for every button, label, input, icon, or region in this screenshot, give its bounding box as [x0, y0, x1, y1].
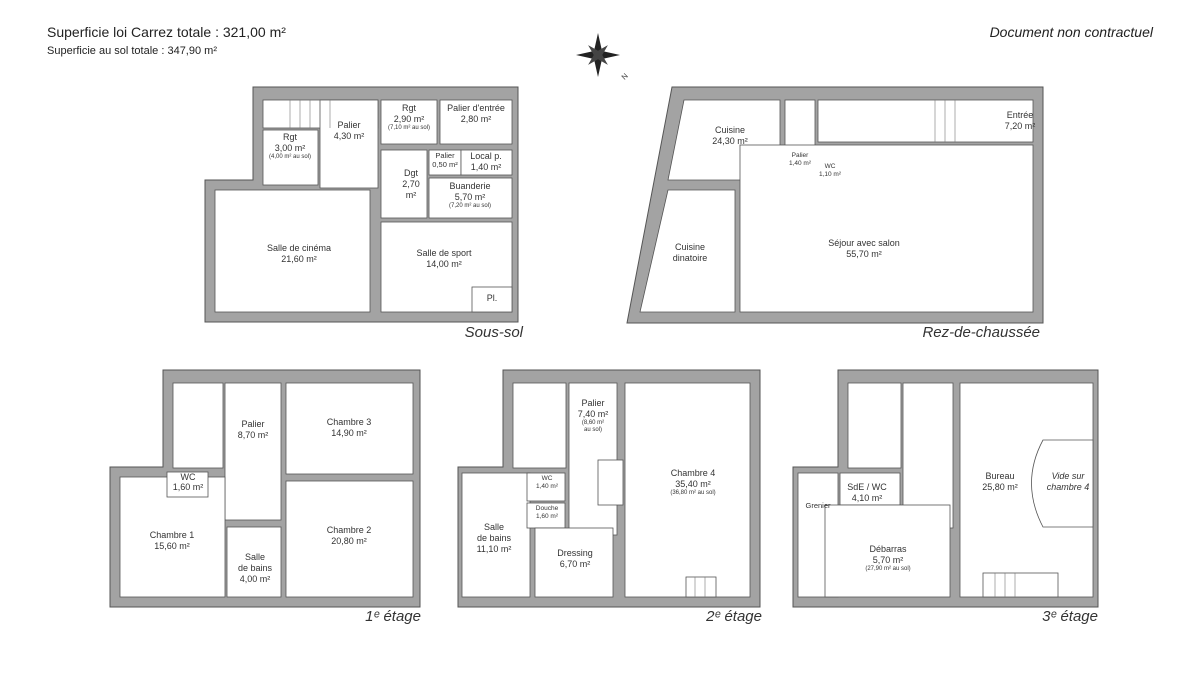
floor-label-etage1: 1ᵉ étage: [365, 608, 421, 625]
floor-label-sous-sol: Sous-sol: [464, 324, 523, 341]
room-local-p: Local p.1,40 m²: [470, 151, 502, 172]
compass-rose-icon: [576, 33, 620, 77]
floor-label-etage3: 3ᵉ étage: [1042, 608, 1098, 625]
carrez-total: Superficie loi Carrez totale : 321,00 m²: [47, 24, 286, 40]
floor-label-etage2: 2ᵉ étage: [706, 608, 762, 625]
sol-total: Superficie au sol totale : 347,90 m²: [47, 45, 217, 57]
room-placard: Pl.: [486, 293, 498, 303]
room-grenier: Grenier: [805, 501, 831, 510]
floor-label-rdc: Rez-de-chaussée: [922, 324, 1040, 341]
disclaimer: Document non contractuel: [989, 24, 1153, 40]
